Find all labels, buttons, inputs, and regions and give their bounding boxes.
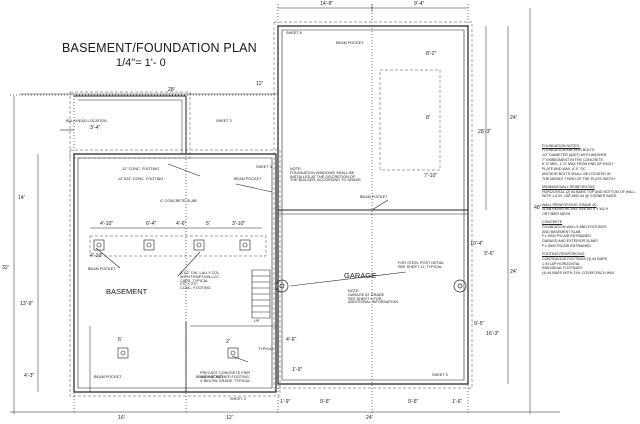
dim-b-1-6: 1'-6" — [452, 399, 463, 405]
dim-9-5: 9'-5" — [474, 321, 485, 327]
sheet-ref-5: SHEET 3 — [230, 397, 246, 401]
dim-top-right: 9'-4" — [414, 1, 425, 7]
dim-5: 5' — [206, 221, 210, 227]
note-line: F'c 3000 PSI AIR ENTRAINED — [542, 234, 592, 239]
dim-r-28-3: 28'-3" — [478, 129, 492, 135]
dim-b-9-6a: 9'-6" — [320, 399, 331, 405]
dim-7-10: 7'-10" — [424, 173, 438, 179]
note-line: 6'-0" MIN., 1'-0" MAX FROM END OF EACH — [542, 162, 613, 167]
note-line: CONTINUOUS FOOTINGS (3) #4 BARS — [542, 256, 608, 261]
footing-outlines — [69, 21, 473, 397]
stair — [251, 269, 271, 319]
garage-piers — [275, 279, 467, 293]
dim-16-3: 16'-3" — [486, 331, 500, 337]
beam-pocket-top: BEAM POCKET — [336, 41, 364, 45]
note-line: FOOTING REINFORCING — [542, 252, 585, 257]
dim-1-9: 1'-9" — [292, 367, 303, 373]
beam-pocket-right: BEAM POCKET — [360, 195, 388, 199]
beam-pocket-bottom-1: BEAM POCKET — [94, 375, 122, 379]
dim-4-3: 4'-3" — [24, 373, 35, 379]
dim-8: 8' — [426, 115, 430, 121]
typical-label: TYPICAL — [258, 347, 274, 351]
column-note: 3-1/2" DIA. LALLY COL. WITH TEMPTION LCC… — [180, 271, 221, 291]
grid-lines — [10, 4, 469, 414]
pier-detail-note: FOR STEEL POST DETAIL SEE SHEET 11, TYPI… — [398, 261, 445, 269]
conc-footing-label-2: 12"X24" CONC. FOOTING — [118, 177, 164, 181]
note-line: ANCHOR BOLTS SHALL BE LOCATED IN — [542, 171, 611, 176]
dim-l-14: 14' — [18, 195, 25, 201]
dim-10-4: 10'-4" — [470, 241, 484, 247]
note-line: AND BASEMENT SLAB — [542, 229, 581, 234]
note-line: 1 IN LAP HORIZONTAL — [542, 261, 581, 266]
dim-r-48: 48' — [534, 205, 541, 211]
slab-label: 4" CONCRETE SLAB — [160, 199, 197, 203]
sheet-ref-3: SHEET 3 — [256, 165, 272, 169]
dim-2: 2' — [226, 339, 230, 345]
dim-6-4: 6'-4" — [146, 221, 157, 227]
dim-l-32: 32' — [2, 265, 9, 271]
dim-4-10a: 4'-10" — [100, 221, 114, 227]
dim-b-9-6b: 9'-6" — [408, 399, 419, 405]
window-note: NOTE: FOUNDATION WINDOWS SHALL BE INSTAL… — [290, 167, 361, 183]
note-line: FOUNDATION ANCHOR BOLTS — [542, 148, 595, 153]
room-label-basement: BASEMENT — [106, 287, 148, 296]
note-line: F'c 3500 PSI AIR ENTRAINED — [542, 243, 592, 248]
foundation-walls — [73, 25, 469, 393]
note-line: 1/2" DIAMETER (A307) WITH WASHER — [542, 152, 607, 157]
plan-scale: 1/4"= 1'- 0 — [116, 57, 166, 69]
lally-columns — [93, 239, 251, 359]
dim-3-4: 3'-4" — [90, 125, 101, 131]
stair-up-label: UP — [254, 319, 260, 323]
garage-note: NOTE: GARAGE AT GRADE SEE SHEET 4 FOR AD… — [348, 289, 398, 305]
note-line: GARAGE AND EXTERIOR SLABS — [542, 239, 598, 244]
note-line: SLAB REINFORCING: 6X6 W2.9 X W2.9 — [542, 207, 608, 212]
note-line: MINIMUM WALL REINFORCING — [542, 184, 595, 189]
dim-r-24b: 24' — [510, 269, 517, 275]
bulkhead-label: BULKHEAD LOCATION — [66, 119, 107, 123]
dim-3-6: 3'-6" — [484, 251, 495, 257]
note-line: FOUNDATION WALLS AND FOOTINGS — [542, 225, 607, 230]
note-line: INDIVIDUAL FOOTINGS — [542, 266, 582, 271]
dim-b-1-9: 1'-9" — [280, 399, 291, 405]
note-line: THE MIDDLE THIRD OF THE PLATE WIDTH — [542, 176, 615, 181]
note-line: OR FIBER MESH. — [542, 212, 572, 217]
dim-8-2: 8'-2" — [426, 51, 437, 57]
note-line: WITH 1-6 IN. LAP AND #4 @ CORNER BARS. — [542, 194, 618, 199]
dim-6: 6' — [118, 337, 122, 343]
sheet-ref-1: SHEET 3 — [216, 119, 232, 123]
dim-b-12: 12' — [226, 415, 233, 421]
note-line: FOUNDATION NOTES: — [542, 143, 580, 148]
beam-pocket-mid: BEAM POCKET — [234, 177, 262, 181]
plan-title: BASEMENT/FOUNDATION PLAN — [62, 41, 257, 55]
dim-r-24a: 24' — [510, 115, 517, 121]
leaders — [60, 129, 407, 363]
sheet-ref-2: SHEET 6 — [286, 31, 302, 35]
note-line: 7" EMBEDMENT IN THE CONCRETE — [542, 157, 604, 162]
precast-pier-note: PRECAST CONCRETE PIER WITH ATTACHED FOOT… — [200, 371, 251, 383]
note-line: PLATE AND MAX. 6'-0" OC — [542, 167, 586, 172]
dim-b-16: 16' — [118, 415, 125, 421]
note-line: CONCRETE — [542, 220, 563, 225]
dimension-lines — [10, 4, 560, 414]
dim-3-10: 3'-10" — [232, 221, 246, 227]
dim-4-6b: 4'-6" — [286, 337, 297, 343]
dim-4-6: 4'-6" — [176, 221, 187, 227]
dim-12: 12' — [256, 81, 263, 87]
room-label-garage: GARAGE — [344, 271, 377, 280]
foundation-notes: FOUNDATION NOTES: FOUNDATION ANCHOR BOLT… — [542, 140, 636, 276]
sheet-ref-4: SHEET 5 — [432, 373, 448, 377]
note-line: WALL REINFORCING GRADE 60 — [542, 202, 597, 207]
dim-28: 28' — [168, 87, 175, 93]
beam-pocket-bottom-2: BEAM POCKET — [196, 375, 224, 379]
dim-4-10b: 4'-10" — [90, 253, 104, 259]
dim-b-24: 24' — [366, 415, 373, 421]
beam-pocket-left: BEAM POCKET — [88, 267, 116, 271]
conc-footing-label: 12" CONC. FOOTING — [122, 167, 160, 171]
dim-l-13-9: 13'-9" — [20, 301, 34, 307]
note-line: HORIZONTAL (2) #4 BARS TOP AND BOTTOM OF… — [542, 189, 636, 194]
note-line: (4) #4 BARS WITH 3 IN. COVER EACH WAY — [542, 271, 615, 276]
dim-top-left: 14'-8" — [320, 1, 334, 7]
